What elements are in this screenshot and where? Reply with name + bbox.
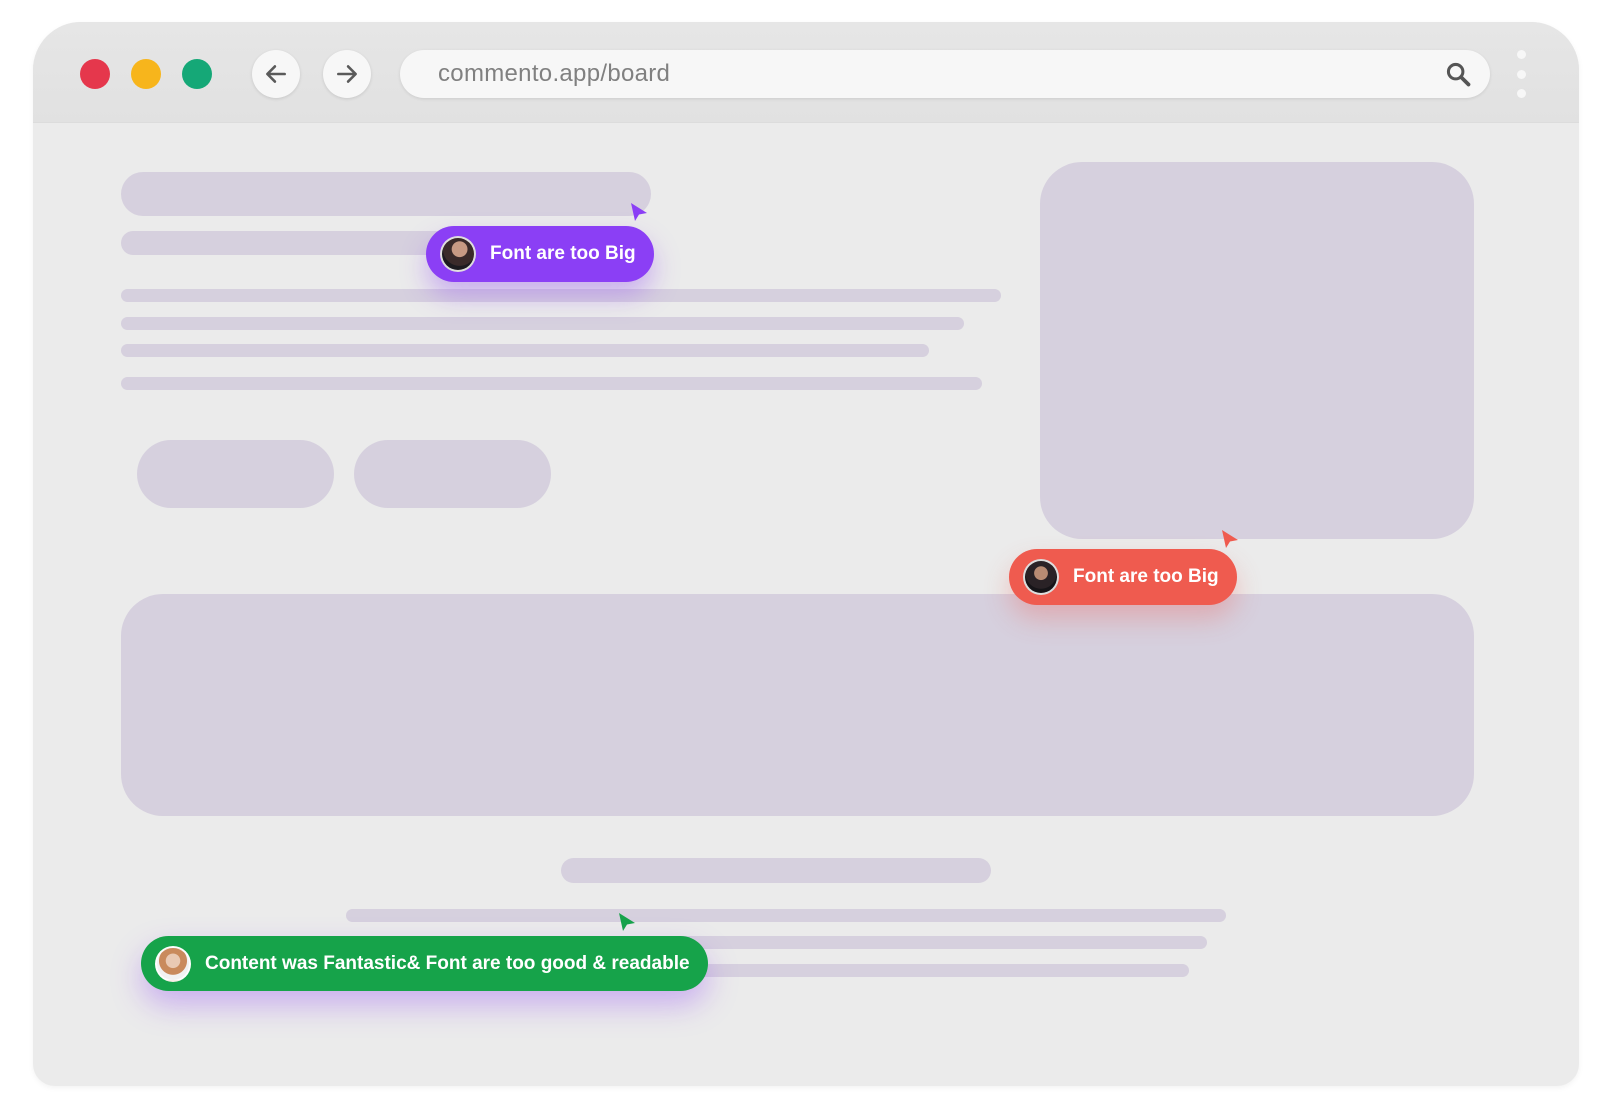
browser-window: commento.app/board [33, 22, 1579, 1086]
text-line-placeholder [121, 317, 964, 330]
comment-text: Font are too Big [1073, 566, 1219, 587]
comment-text: Font are too Big [490, 243, 636, 264]
arrow-left-icon [266, 65, 286, 83]
maximize-window-button[interactable] [182, 59, 212, 89]
minimize-window-button[interactable] [131, 59, 161, 89]
subtitle-placeholder [121, 231, 451, 255]
comment-bubble-red[interactable]: Font are too Big [1009, 549, 1237, 605]
comment-bubble-green[interactable]: Content was Fantastic& Font are too good… [141, 936, 708, 991]
text-line-placeholder [121, 289, 1001, 302]
text-line-placeholder [121, 344, 929, 357]
button-placeholder [354, 440, 551, 508]
forward-button[interactable] [323, 50, 371, 98]
footer-title-placeholder [561, 858, 991, 883]
avatar [1023, 559, 1059, 595]
button-placeholder [137, 440, 334, 508]
arrow-right-icon [337, 65, 357, 83]
comment-bubble-purple[interactable]: Font are too Big [426, 226, 654, 282]
close-window-button[interactable] [80, 59, 110, 89]
search-icon[interactable] [1444, 60, 1472, 88]
avatar [155, 945, 191, 982]
address-bar[interactable]: commento.app/board [400, 50, 1490, 98]
green-cursor-icon [619, 913, 635, 931]
back-button[interactable] [252, 50, 300, 98]
vertical-dots-icon[interactable] [1515, 50, 1527, 98]
text-line-placeholder [346, 909, 1226, 922]
purple-cursor-icon [631, 203, 647, 221]
comment-text: Content was Fantastic& Font are too good… [205, 952, 690, 974]
red-cursor-icon [1222, 530, 1238, 548]
url-text[interactable]: commento.app/board [438, 60, 671, 87]
avatar [440, 236, 476, 272]
image-placeholder [1040, 162, 1474, 539]
banner-placeholder [121, 594, 1474, 816]
browser-toolbar: commento.app/board [33, 22, 1579, 123]
text-line-placeholder [121, 377, 982, 390]
title-placeholder [121, 172, 651, 216]
